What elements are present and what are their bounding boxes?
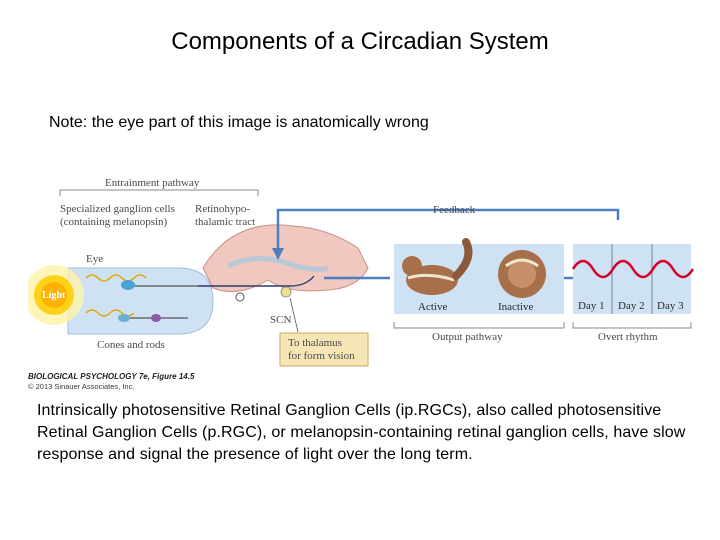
entrainment-bracket	[59, 189, 259, 196]
specialized-cells-label-2: (containing melanopsin)	[60, 216, 168, 228]
light-label: Light	[42, 290, 66, 301]
cones-rods-label: Cones and rods	[97, 339, 165, 351]
feedback-arrowhead	[272, 248, 284, 260]
specialized-cells-label-1: Specialized ganglion cells	[60, 203, 175, 215]
thalamus-label-2: for form vision	[288, 350, 355, 362]
active-label: Active	[418, 301, 447, 313]
inactive-chipmunk-icon	[498, 250, 546, 298]
active-chipmunk-icon	[402, 238, 473, 295]
output-pathway-label: Output pathway	[432, 331, 503, 343]
light-wave-1	[85, 274, 147, 282]
circadian-diagram: Entrainment pathway Specialized ganglion…	[28, 168, 700, 398]
figure-credit: BIOLOGICAL PSYCHOLOGY 7e, Figure 14.5	[28, 372, 195, 381]
scn-label: SCN	[270, 314, 291, 326]
eye-shape	[67, 267, 214, 335]
retinohypothalamic-label-1: Retinohypo-	[195, 203, 250, 215]
overt-rhythm-label: Overt rhythm	[598, 331, 658, 343]
scn-nucleus	[280, 286, 292, 298]
bipolar-cell	[151, 314, 161, 322]
eye-label: Eye	[86, 253, 103, 265]
thalamus-box	[279, 332, 369, 367]
retinohypothalamic-label-2: thalamic tract	[195, 216, 255, 228]
brain-tract	[226, 255, 329, 272]
rhythm-panel	[573, 244, 691, 314]
rhythm-wave	[571, 259, 695, 279]
overt-bracket	[572, 322, 692, 329]
entrainment-pathway-label: Entrainment pathway	[105, 177, 200, 189]
thalamus-label-1: To thalamus	[288, 337, 342, 349]
page-title: Components of a Circadian System	[171, 28, 549, 55]
photoreceptor-cell	[118, 314, 130, 322]
feedback-label: Feedback	[433, 204, 476, 216]
optic-chiasm	[235, 292, 245, 302]
sun-icon	[28, 265, 84, 325]
note-text: Note: the eye part of this image is anat…	[49, 114, 429, 131]
ganglion-cell	[121, 280, 135, 290]
thalamus-pointer	[289, 297, 299, 333]
output-bracket	[393, 322, 565, 329]
body-paragraph: Intrinsically photosensitive Retinal Gan…	[37, 402, 686, 463]
figure-copyright: © 2013 Sinauer Associates, Inc.	[28, 382, 134, 391]
inactive-label: Inactive	[498, 301, 534, 313]
feedback-arrow	[276, 208, 620, 252]
day2-label: Day 2	[618, 300, 645, 312]
day1-label: Day 1	[578, 300, 605, 312]
retinohypothalamic-tract	[198, 275, 315, 287]
day3-label: Day 3	[657, 300, 684, 312]
brain-outline	[202, 224, 369, 293]
